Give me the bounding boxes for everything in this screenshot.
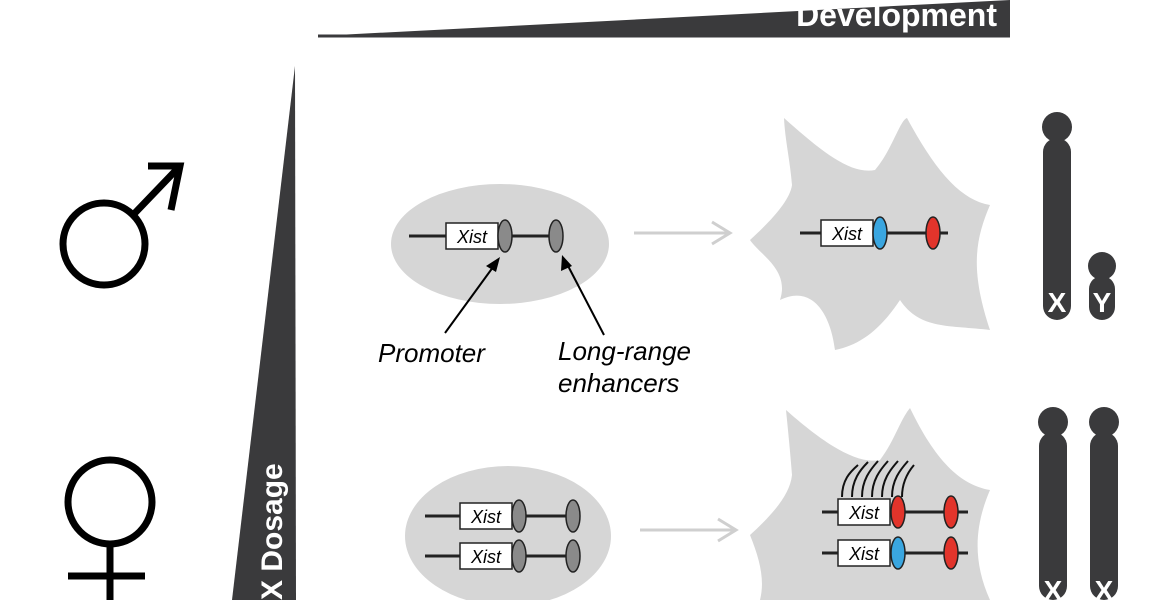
xist-gene-label: Xist [848, 503, 880, 523]
promoter-pointer-arrow [444, 257, 500, 334]
promoter-element [890, 495, 906, 529]
promoter-element [872, 216, 888, 250]
male-chromosomes: X Y [1042, 112, 1116, 320]
chromosome-x-label: X [1044, 575, 1063, 600]
promoter-element [511, 539, 527, 573]
male-nucleus: Xist [391, 184, 609, 304]
xist-gene-label: Xist [456, 227, 488, 247]
x-dosage-label: X Dosage [256, 463, 289, 600]
chromosome-x-label: X [1048, 287, 1067, 318]
xist-gene-label: Xist [470, 547, 502, 567]
enhancer-pointer-arrow [561, 255, 605, 336]
promoter-element [890, 536, 906, 570]
male-development-arrow [634, 220, 733, 246]
enhancer-element [943, 495, 959, 529]
male-differentiated-cell: Xist [750, 118, 990, 350]
xist-gene-box [837, 539, 891, 567]
xist-gene-box [820, 219, 874, 247]
xist-gene-label: Xist [470, 507, 502, 527]
development-label: Development [796, 0, 997, 33]
promoter-label: Promoter [378, 338, 486, 368]
chromosome-y-label: Y [1093, 287, 1112, 318]
xist-gene-label: Xist [848, 544, 880, 564]
female-differentiated-cell: Xist Xist [750, 408, 990, 600]
promoter-element [511, 499, 527, 533]
chromosome-x-label: X [1095, 575, 1114, 600]
female-nucleus: Xist Xist [405, 466, 611, 600]
female-symbol-icon [64, 456, 156, 600]
enhancer-label-line1: Long-range [558, 336, 691, 366]
promoter-element [497, 219, 513, 253]
male-symbol-icon [59, 162, 185, 289]
enhancer-element [943, 536, 959, 570]
x-dosage-wedge: X Dosage [232, 66, 296, 600]
enhancer-element [565, 499, 581, 533]
enhancer-element [925, 216, 941, 250]
enhancer-element [548, 219, 564, 253]
xist-gene-box [459, 542, 513, 570]
development-wedge: Development [318, 0, 1010, 38]
xist-gene-box [837, 498, 891, 526]
xist-gene-label: Xist [831, 224, 863, 244]
enhancer-element [565, 539, 581, 573]
xist-gene-box [459, 502, 513, 530]
female-chromosomes: X X [1038, 407, 1119, 600]
xist-rna-strands [841, 460, 915, 498]
female-development-arrow [640, 517, 739, 543]
enhancer-label-line2: enhancers [558, 368, 679, 398]
